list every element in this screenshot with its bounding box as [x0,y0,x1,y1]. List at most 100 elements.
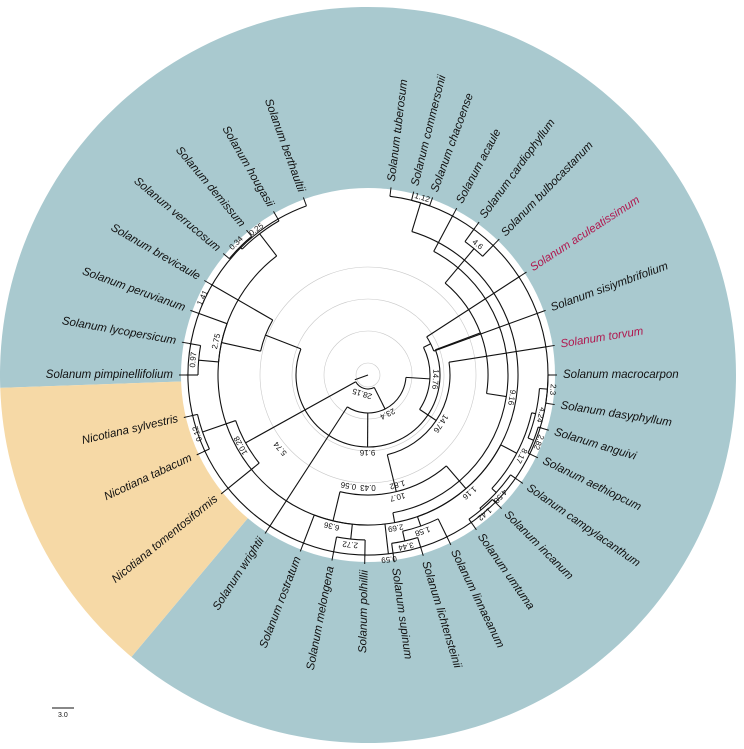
branch-segment [411,202,422,232]
branch-segment [464,227,476,242]
branch-segment [259,233,278,257]
leaf-tick [273,211,278,218]
leaf-tick [411,191,415,199]
branch-segment [239,246,243,250]
leaf-tick [220,489,227,495]
taxon-label: Solanum macrocarpon [563,369,679,381]
branch-segment [539,387,548,390]
branch-segment [419,408,437,421]
leaf-leader-lines [179,187,557,564]
branch-segment [500,444,517,454]
branch-segment [491,488,497,493]
timescale-ring [291,298,445,452]
node-age-label: 0.56 [339,480,356,492]
leaf-tick [302,197,307,205]
leaf-tick [474,221,480,229]
root-stub [354,374,369,381]
branch-segment [527,437,534,441]
branch-segment [268,406,348,528]
node-age-label: 2.72 [341,539,358,550]
branch-segment [202,448,210,453]
leaf-tick [181,341,189,344]
branch-segment [332,491,341,521]
branch-segment [265,334,302,350]
branch-segment [479,507,482,511]
leaf-tick [547,344,555,348]
leaf-tick [429,197,434,205]
branch-segment [416,516,422,527]
branch-segment [384,523,389,554]
leaf-tick [538,309,546,314]
node-age-label: 3.44 [397,540,415,552]
branch-segment [405,376,430,380]
leaf-tick [496,503,502,509]
node-age-label: 2.69 [387,522,404,534]
branch-segment [448,345,548,363]
branch-segment [468,518,473,525]
branch-segment [492,499,498,505]
leaf-tick [494,238,500,245]
branch-segment [482,243,495,257]
branch-segment [433,214,454,252]
branch-segment [531,412,536,415]
leaf-tick [516,478,524,484]
leaf-tick [246,229,252,236]
leaf-tick [392,555,395,563]
branch-segment [198,359,219,363]
node-age-label: 0.59 [380,554,397,565]
leaf-tick [183,415,191,419]
timescale-rings [259,266,477,484]
leaf-tick [204,280,211,285]
branch-segment [402,531,406,542]
branch-segment [332,536,338,554]
branch-segment [392,512,396,523]
leaf-tick [222,253,229,259]
branch-segment [527,452,532,456]
branch-segment [226,462,260,490]
leaf-tick [541,427,549,431]
branch-segment [435,332,481,351]
branch-segment [196,312,228,325]
node-age-label: 9.16 [506,389,517,406]
node-age-label: 1.12 [413,191,431,204]
branch-segment [417,537,422,550]
branch-segment [391,543,394,556]
branch-arc [392,250,509,514]
branch-segment [433,312,540,352]
branch-arc [419,347,431,410]
node-age-label: 2.75 [210,332,222,350]
tree-branches [186,194,550,557]
branch-segment [202,420,236,433]
branch-segment [350,524,353,540]
leaf-tick [190,309,198,314]
timescale-ring [259,266,477,484]
node-age-label: 2.3 [548,384,558,396]
node-age-label: 14.76 [430,369,440,390]
branch-segment [228,257,230,260]
branch-segment [373,387,386,410]
branch-segment [250,235,253,237]
branch-segment [429,203,431,207]
leaf-tick [196,451,204,456]
scale-bar-label: 3.0 [58,712,68,719]
scale-bar: 3.0 [52,707,74,719]
leaf-tick [331,553,334,561]
branch-segment [510,474,518,480]
branch-segment [305,203,307,207]
leaf-tick [520,271,527,277]
timescale-ring [355,362,381,388]
leaf-tick [547,402,555,406]
node-age-labels: 0.972.750.591.120.340.252.699.164.69.162… [188,191,558,565]
node-age-label: 0.97 [188,351,198,368]
branch-segment [426,275,521,338]
leaf-tick [299,544,304,552]
branch-segment [190,413,198,417]
branch-segment [210,283,274,321]
leaf-tick [264,527,270,534]
branch-segment [276,217,280,222]
branch-segment [245,381,357,444]
branch-segment [221,341,261,352]
branch-segment [486,392,507,398]
branch-segment [423,343,431,348]
leaf-tick [447,538,452,546]
